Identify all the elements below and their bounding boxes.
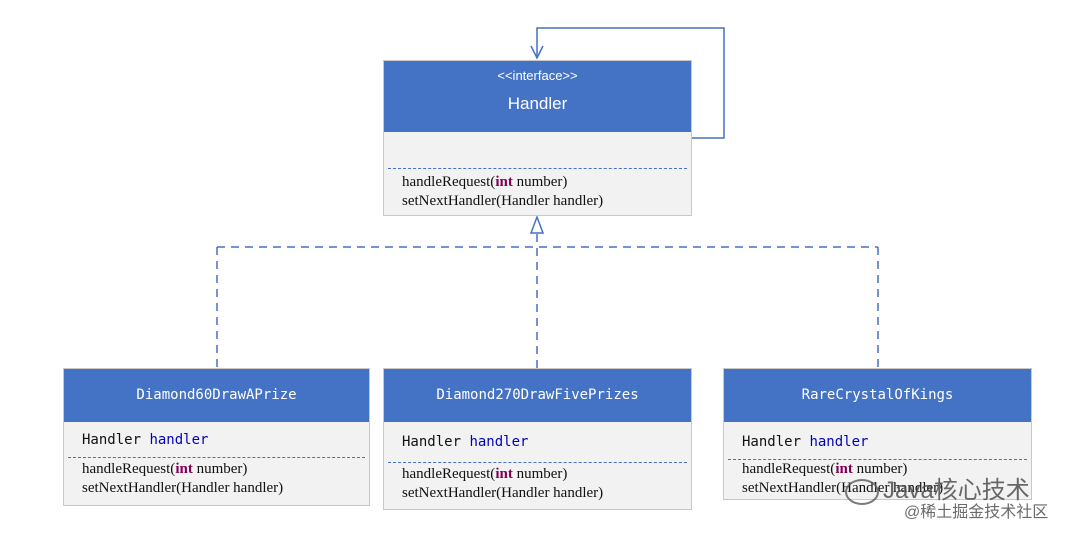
watermark-brand: Java核心技术 <box>845 470 1030 505</box>
class-separator-diamond60 <box>68 457 365 458</box>
class-name-rare-crystal: RareCrystalOfKings <box>801 387 954 403</box>
method-set-next-handler: setNextHandler(Handler handler) <box>82 480 284 496</box>
handler-interface-header: <<interface>> Handler <box>384 61 691 132</box>
interface-separator <box>388 168 687 169</box>
interface-name: Handler <box>507 94 568 113</box>
class-methods-diamond270: handleRequest(int number) setNextHandler… <box>384 463 691 503</box>
method-set-next-handler: setNextHandler(Handler handler) <box>402 485 604 501</box>
method-handle-request: handleRequest(int number) <box>742 461 908 477</box>
class-methods-diamond60: handleRequest(int number) setNextHandler… <box>64 458 369 498</box>
realization-arrowhead <box>529 214 545 234</box>
class-separator-diamond270 <box>388 462 687 463</box>
class-name-diamond270: Diamond270DrawFivePrizes <box>436 387 639 403</box>
class-field-rare-crystal: Handler handler <box>742 434 869 450</box>
class-header-diamond270: Diamond270DrawFivePrizes <box>384 369 691 422</box>
class-field-diamond270: Handler handler <box>402 434 529 450</box>
self-association-arrowhead <box>530 45 544 60</box>
watermark-community: @稀土掘金技术社区 <box>904 504 1049 521</box>
class-separator-rare-crystal <box>728 459 1027 460</box>
interface-method-set-next-handler: setNextHandler(Handler handler) <box>402 193 604 209</box>
method-handle-request: handleRequest(int number) <box>402 466 568 482</box>
interface-methods: handleRequest(int number) setNextHandler… <box>384 169 691 211</box>
class-box-diamond60: Diamond60DrawAPrize Handler handler hand… <box>63 368 370 506</box>
method-handle-request: handleRequest(int number) <box>82 461 248 477</box>
interface-method-handle-request: handleRequest(int number) <box>402 174 568 190</box>
class-name-diamond60: Diamond60DrawAPrize <box>136 387 297 403</box>
class-methods-rare-crystal: handleRequest(int number) setNextHandler… <box>724 460 1031 498</box>
interface-stereotype: <<interface>> <box>497 68 578 83</box>
handler-interface-box: <<interface>> Handler handleRequest(int … <box>383 60 692 216</box>
self-association-line <box>536 27 725 139</box>
method-set-next-handler: setNextHandler(Handler handler) <box>742 480 944 496</box>
class-box-rare-crystal: RareCrystalOfKings Handler handler handl… <box>723 368 1032 500</box>
class-field-diamond60: Handler handler <box>82 432 209 448</box>
class-box-diamond270: Diamond270DrawFivePrizes Handler handler… <box>383 368 692 510</box>
wechat-icon <box>845 478 879 505</box>
class-header-diamond60: Diamond60DrawAPrize <box>64 369 369 422</box>
class-header-rare-crystal: RareCrystalOfKings <box>724 369 1031 422</box>
